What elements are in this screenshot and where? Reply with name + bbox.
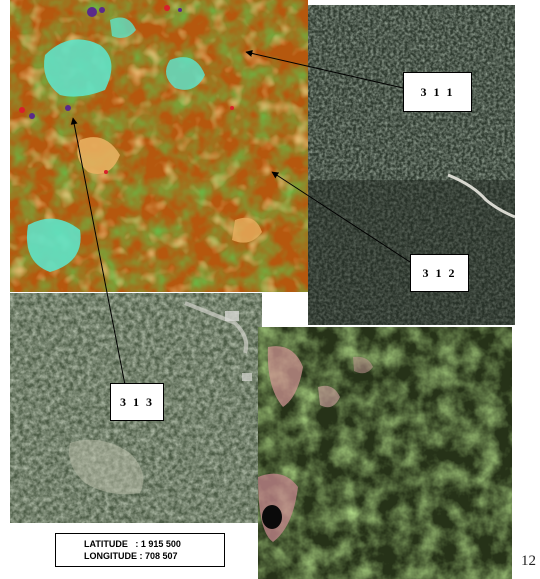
label-311-text: 3 1 1 (420, 84, 455, 99)
label-311: 3 1 1 (403, 72, 472, 112)
label-312-text: 3 1 2 (422, 265, 457, 280)
classified-land-cover-map (10, 0, 308, 292)
coordinates-box: LATITUDE : 1 915 500 LONGITUDE : 708 507 (55, 533, 225, 567)
aerial-photo-valley-lower-left (10, 293, 262, 523)
satellite-image-lower-right (258, 327, 512, 579)
page-number: 12 (521, 553, 536, 569)
label-313-text: 3 1 3 (120, 394, 154, 409)
latitude-text: LATITUDE : 1 915 500 (84, 539, 181, 549)
label-313: 3 1 3 (110, 383, 164, 421)
longitude-text: LONGITUDE : 708 507 (84, 551, 178, 561)
label-312: 3 1 2 (410, 254, 469, 292)
